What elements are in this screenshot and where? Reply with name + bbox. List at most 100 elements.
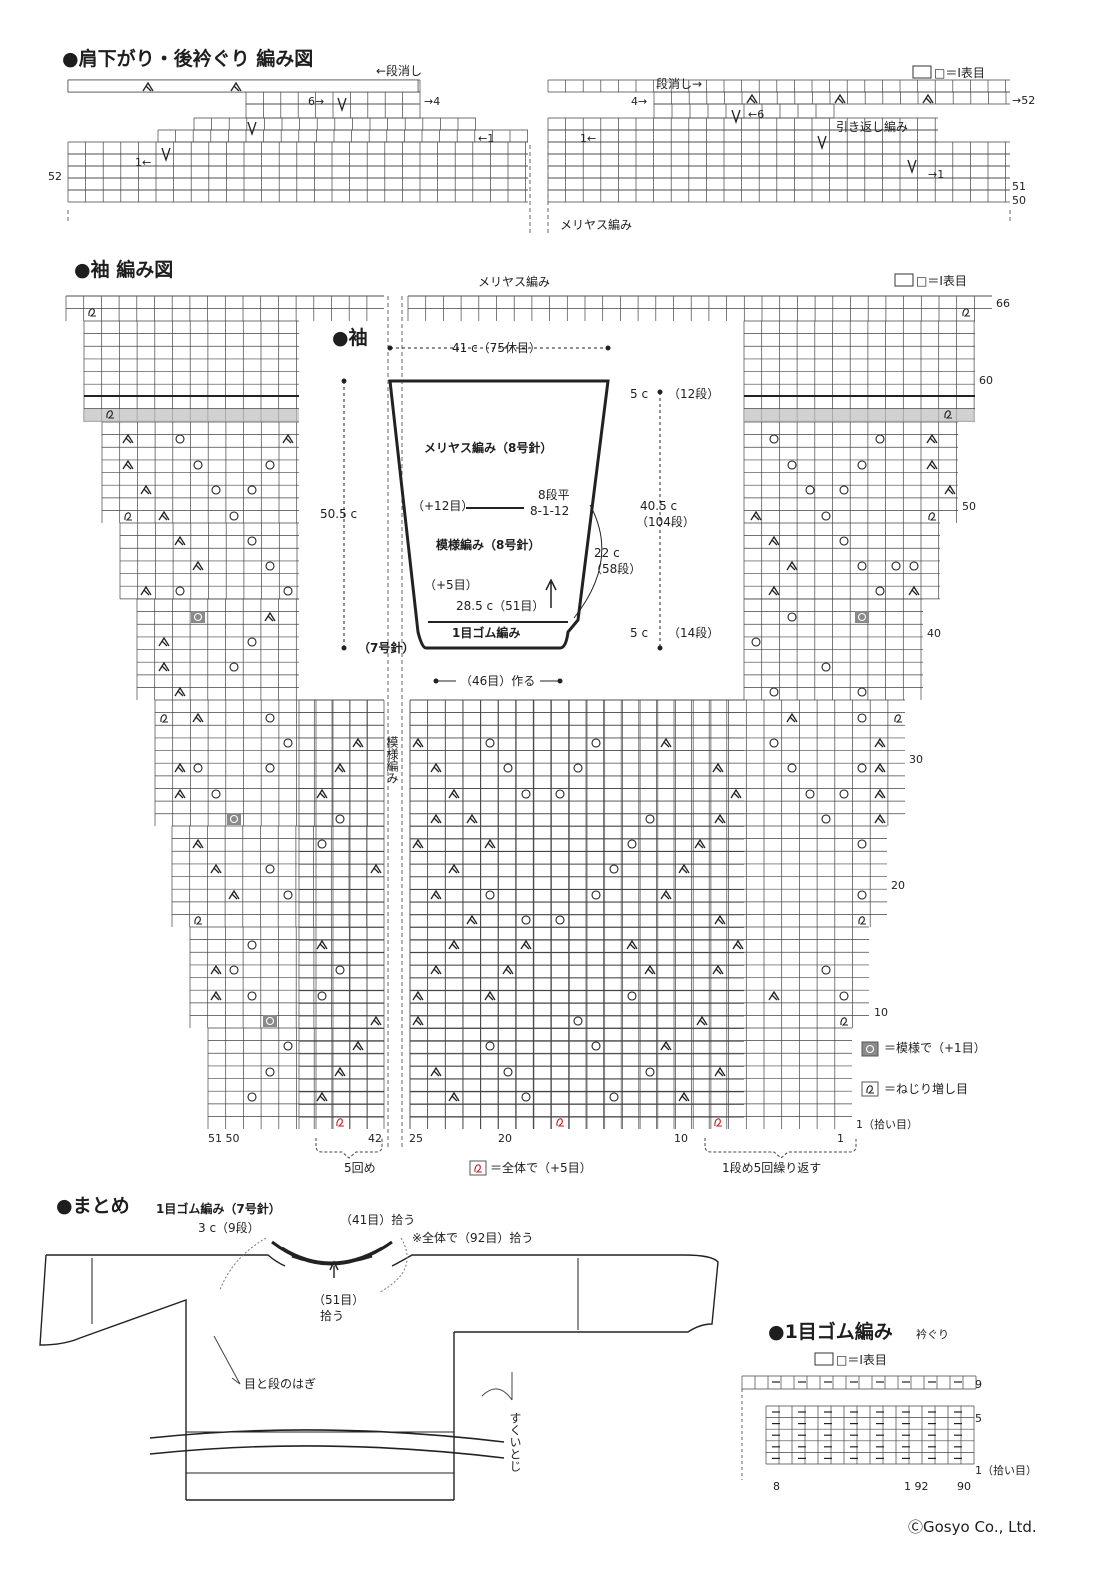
yarn-over-symbol	[645, 814, 655, 824]
yarn-over-symbol	[645, 1067, 655, 1077]
shoulder-decrease-symbol	[142, 81, 154, 92]
neck-row-1: 1（拾い目）	[975, 1463, 1037, 1477]
sleeve-right-block-7	[409, 926, 869, 1028]
decrease-symbol	[786, 560, 798, 571]
yarn-over-symbol	[229, 511, 239, 521]
twist-increase-symbol	[88, 308, 96, 317]
twist-increase-symbol	[944, 410, 952, 419]
shaded-row-left	[84, 409, 299, 422]
top-rows-label: （12段）	[668, 386, 719, 401]
yarn-over-symbol	[265, 713, 275, 723]
decrease-symbol	[874, 788, 886, 799]
top-section-label: 5 c	[630, 387, 648, 401]
yarn-over-symbol	[591, 738, 601, 748]
twist-increase-symbol	[858, 916, 866, 925]
chart-symbols	[88, 81, 970, 1459]
yarn-over-symbol	[521, 1092, 531, 1102]
decrease-symbol	[660, 889, 672, 900]
sleeve-right-block-6	[409, 825, 887, 927]
pattern-increase-symbol	[229, 814, 239, 824]
yarn-over-symbol	[283, 890, 293, 900]
needle7-label: （7号針）	[358, 640, 414, 655]
yarn-over-symbol	[875, 434, 885, 444]
sleeve-left-block-4	[136, 598, 299, 700]
yarn-over-symbol	[751, 637, 761, 647]
me-to-dan-leader	[213, 1335, 241, 1385]
legend-pattern-icon	[861, 1041, 879, 1057]
top-width-label: 41 c（75休目）	[452, 341, 541, 355]
curve-rows-label: （58段）	[590, 561, 641, 576]
cast-on-label: （46目）作る	[460, 674, 535, 688]
decrease-symbol	[316, 788, 328, 799]
decrease-symbol	[484, 838, 496, 849]
yarn-over-symbol	[283, 738, 293, 748]
dankeshi-left: ←段消し	[376, 63, 422, 78]
decrease-symbol	[874, 813, 886, 824]
legend-total-icon	[469, 1160, 487, 1176]
decrease-symbol	[502, 964, 514, 975]
yarn-over-symbol	[821, 814, 831, 824]
legend-moyo-text: ＝模様で（+1目）	[884, 1041, 986, 1055]
decrease-symbol	[874, 762, 886, 773]
decrease-symbol	[786, 712, 798, 723]
decrease-symbol	[712, 762, 724, 773]
neck-col-1-92: 1 92	[904, 1480, 929, 1493]
pattern-increase-symbol	[263, 1015, 277, 1027]
grid-block	[547, 189, 1010, 203]
yarn-over-symbol	[609, 1092, 619, 1102]
pattern-increase-symbol	[227, 813, 241, 825]
twist-increase-symbol	[556, 1118, 564, 1127]
neck-depth-label: 3 c（9段）	[198, 1220, 260, 1235]
slip-stitch-symbol	[247, 121, 257, 137]
decrease-symbol	[644, 964, 656, 975]
yarn-over-symbol	[335, 965, 345, 975]
neck-dims	[219, 1237, 408, 1293]
shoulder-decrease-symbol	[230, 81, 242, 92]
pattern-increase-symbol	[191, 611, 205, 623]
twist-increase-symbol	[160, 714, 168, 723]
decrease-symbol	[712, 964, 724, 975]
arrow-4-left: →4	[424, 95, 440, 108]
yarn-over-symbol	[247, 940, 257, 950]
repeat-rule-bracket	[704, 1138, 857, 1159]
slip-stitch-symbol	[907, 159, 917, 175]
yarn-over-symbol	[769, 434, 779, 444]
yarn-over-symbol	[787, 763, 797, 773]
twist-increase-symbol	[866, 1085, 874, 1094]
yarn-over-symbol	[875, 586, 885, 596]
decrease-symbol	[714, 914, 726, 925]
arrow-1-left-lower: 1←	[135, 156, 151, 169]
schematic-dim-lines	[343, 347, 661, 648]
col-1: 1	[837, 1132, 844, 1145]
decrease-symbol	[448, 1091, 460, 1102]
curve-len-label: 22 c	[594, 546, 620, 560]
sweater-panel-lines	[91, 1258, 579, 1474]
decrease-symbol	[228, 889, 240, 900]
yarn-over-symbol	[193, 763, 203, 773]
yarn-over-symbol	[821, 965, 831, 975]
grid-block	[245, 103, 421, 119]
repeat-5-label: 5回め	[344, 1161, 376, 1175]
decrease-symbol	[926, 459, 938, 470]
decrease-symbol	[696, 1015, 708, 1026]
grid-block	[67, 177, 528, 191]
pattern-increase-symbol	[855, 611, 869, 623]
row-10: 10	[874, 1006, 888, 1019]
decrease-symbol	[944, 484, 956, 495]
arrow-4-right: 4→	[631, 95, 647, 108]
yarn-over-symbol	[857, 763, 867, 773]
yarn-over-symbol	[247, 637, 257, 647]
decrease-symbol	[694, 838, 706, 849]
decrease-symbol	[316, 939, 328, 950]
yarn-over-symbol	[265, 561, 275, 571]
shoulder-meriyasu-label: メリヤス編み	[560, 217, 632, 232]
decrease-symbol	[430, 1066, 442, 1077]
yarn-over-symbol	[283, 586, 293, 596]
yarn-over-symbol	[805, 789, 815, 799]
arrow-6-right: ←6	[748, 108, 764, 121]
twist-increase-symbol	[336, 1118, 344, 1127]
hikikaeshi-label: 引き返し編み	[836, 119, 908, 134]
plus5-label: （+5目）	[424, 578, 478, 592]
decrease-symbol	[192, 712, 204, 723]
